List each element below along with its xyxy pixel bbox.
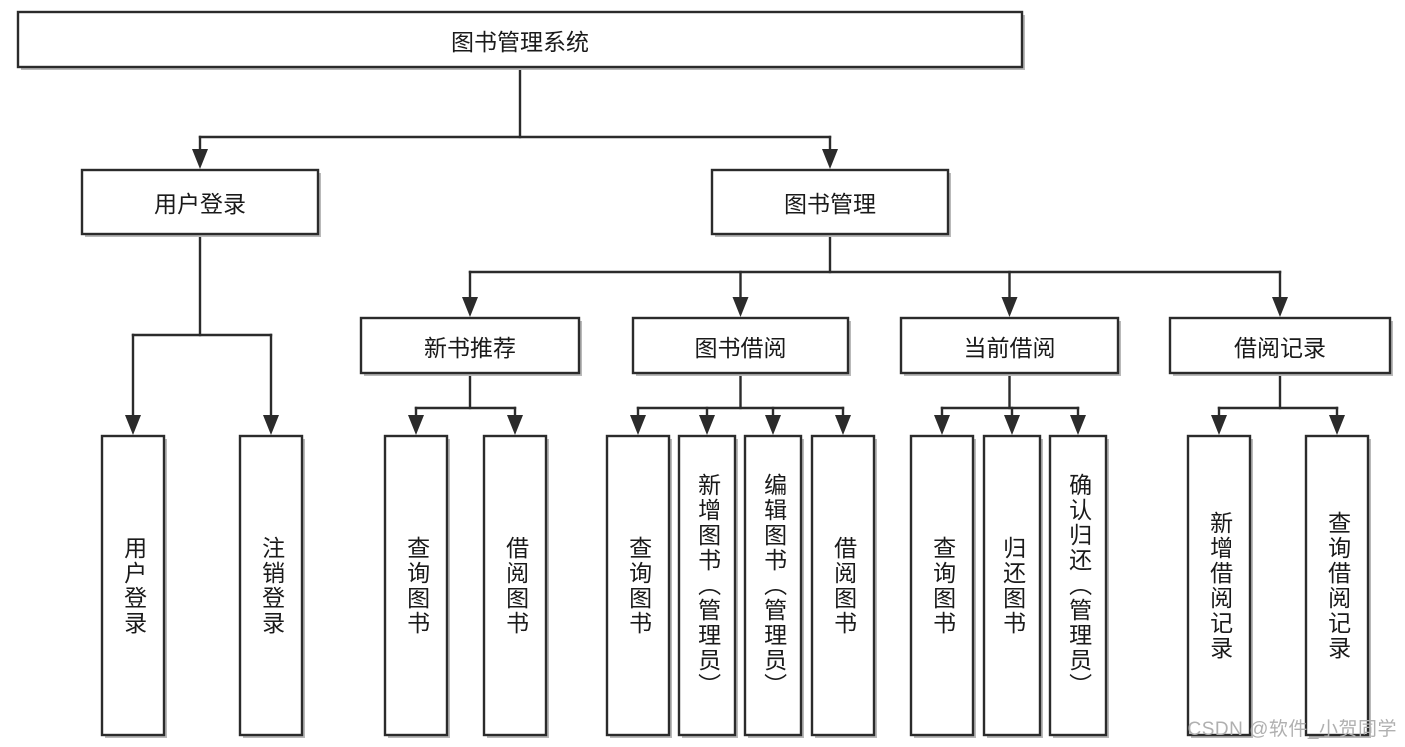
node-leaf-bor-edit-book[interactable]	[743, 434, 803, 737]
node-leaf-user-login[interactable]	[100, 434, 166, 737]
node-leaf-bor-add-book[interactable]	[677, 434, 737, 737]
arrow-head-icon	[1329, 415, 1345, 435]
node-leaf-rec-add-record[interactable]	[1186, 434, 1252, 737]
nodes-layer	[16, 10, 1393, 738]
node-current-borrow[interactable]	[899, 316, 1120, 375]
node-leaf-bor-query-book[interactable]	[605, 434, 671, 737]
node-leaf-cur-confirm[interactable]	[1048, 434, 1108, 737]
arrow-head-icon	[822, 149, 838, 169]
arrow-head-icon	[630, 415, 646, 435]
node-leaf-rec-query-record[interactable]	[1304, 434, 1370, 737]
arrow-head-icon	[408, 415, 424, 435]
watermark-text: CSDN @软件_小贺同学	[1187, 719, 1397, 740]
node-leaf-cur-return-book[interactable]	[982, 434, 1042, 737]
node-user-login[interactable]	[80, 168, 320, 236]
node-leaf-rec-borrow-book[interactable]	[482, 434, 548, 737]
arrow-head-icon	[125, 415, 141, 435]
arrow-head-icon	[732, 297, 749, 317]
arrow-head-icon	[1272, 297, 1288, 317]
node-book-manage[interactable]	[710, 168, 950, 236]
arrow-head-icon	[765, 415, 781, 435]
node-borrow-record[interactable]	[1168, 316, 1392, 375]
arrow-head-icon	[263, 415, 279, 435]
node-leaf-cur-query-book[interactable]	[909, 434, 975, 737]
node-leaf-rec-query-book[interactable]	[383, 434, 449, 737]
arrow-head-icon	[1001, 297, 1018, 317]
arrow-head-icon	[699, 415, 715, 435]
node-leaf-bor-borrow-book[interactable]	[810, 434, 876, 737]
arrow-head-icon	[1211, 415, 1227, 435]
node-leaf-logout[interactable]	[238, 434, 304, 737]
edges-layer	[125, 65, 1345, 435]
node-book-borrow[interactable]	[631, 316, 850, 375]
arrow-head-icon	[462, 297, 478, 317]
node-new-book-recommend[interactable]	[359, 316, 581, 375]
arrow-head-icon	[1070, 415, 1086, 435]
node-root[interactable]	[16, 10, 1024, 69]
arrow-head-icon	[1004, 415, 1020, 435]
arrow-head-icon	[507, 415, 523, 435]
arrow-head-icon	[835, 415, 851, 435]
arrow-head-icon	[192, 149, 208, 169]
arrow-head-icon	[934, 415, 950, 435]
